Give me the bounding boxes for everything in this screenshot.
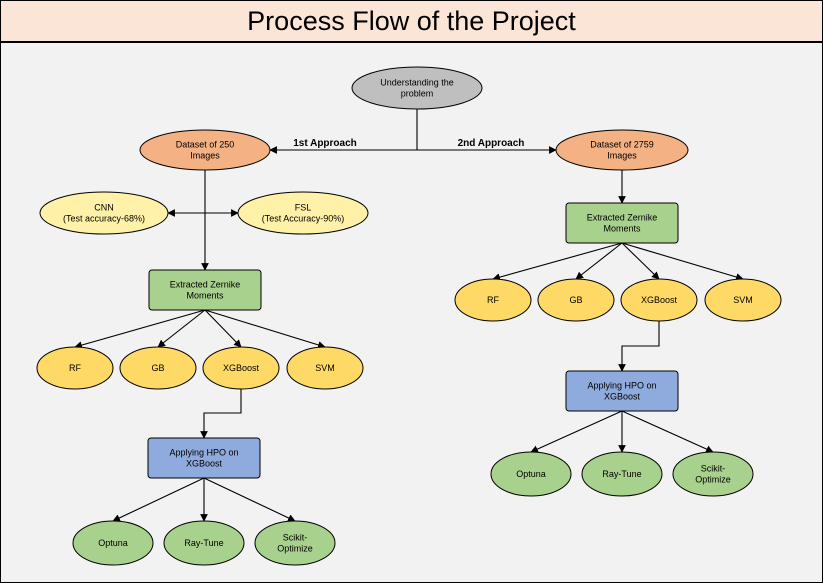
node-svm2: SVM (704, 278, 782, 322)
node-xgb2-shape (620, 278, 698, 322)
node-ray2: Ray-Tune (581, 451, 663, 497)
node-hpo2-label: XGBoost (604, 392, 641, 402)
node-gb1-label: GB (151, 363, 164, 373)
node-opt2: Optuna (490, 451, 572, 497)
node-gb1-shape (119, 346, 197, 390)
node-zern2-label: Extracted Zernike (587, 213, 658, 223)
node-hpo2-label: Applying HPO on (587, 381, 656, 391)
node-gb2-label: GB (569, 295, 582, 305)
node-rf1-label: RF (69, 363, 81, 373)
node-hpo1-shape (147, 437, 261, 479)
node-d250-label: Images (190, 151, 220, 161)
node-rf2-label: RF (487, 295, 499, 305)
node-sko1-shape (254, 520, 336, 566)
node-cnn-label: (Test accuracy-68%) (63, 214, 145, 224)
edge-zern1-gb1 (157, 309, 206, 348)
node-hpo1-label: Applying HPO on (169, 448, 238, 458)
node-fsl-label: (Test Accuracy-90%) (262, 214, 345, 224)
edge-zern2-gb2 (575, 242, 623, 280)
title-bar: Process Flow of the Project (1, 1, 822, 43)
node-hpo1-label: XGBoost (186, 459, 223, 469)
node-ray1-shape (163, 520, 245, 566)
edge-hpo1-sko1 (203, 477, 296, 522)
node-zern1-label: Moments (186, 291, 224, 301)
edge-zern1-rf1 (74, 309, 206, 349)
edge-hpo2-opt2 (530, 410, 623, 453)
approach1-label: 1st Approach (293, 138, 357, 149)
node-rf2-shape (454, 278, 532, 322)
node-ray2-label: Ray-Tune (602, 469, 641, 479)
node-fsl: FSL(Test Accuracy-90%) (237, 191, 369, 235)
edge-zern1-svm1 (204, 309, 326, 349)
node-zern2-label: Moments (603, 224, 641, 234)
node-sko1-label: Optimize (277, 544, 313, 554)
node-sko1-label: Scikit- (283, 533, 308, 543)
node-hpo2-shape (565, 370, 679, 412)
node-sko2: Scikit-Optimize (672, 451, 754, 497)
node-gb2-shape (537, 278, 615, 322)
node-xgb1-shape (202, 346, 280, 390)
node-ray1-label: Ray-Tune (184, 538, 223, 548)
edge-zern2-xgb2 (621, 242, 660, 280)
node-svm1-label: SVM (315, 363, 335, 373)
node-opt2-label: Optuna (516, 469, 546, 479)
node-xgb2: XGBoost (620, 278, 698, 322)
node-fsl-label: FSL (295, 203, 312, 213)
node-sko1: Scikit-Optimize (254, 520, 336, 566)
node-xgb1-label: XGBoost (223, 363, 260, 373)
node-d250-shape (139, 129, 271, 171)
node-root-shape (351, 66, 483, 110)
node-opt2-shape (490, 451, 572, 497)
node-svm1: SVM (286, 346, 364, 390)
page-title: Process Flow of the Project (247, 5, 576, 36)
node-zern1-label: Extracted Zernike (170, 280, 241, 290)
node-cnn: CNN(Test accuracy-68%) (39, 191, 169, 235)
edge-xgb2-hpo2 (618, 321, 660, 372)
node-cnn-shape (39, 191, 169, 235)
node-sko2-shape (672, 451, 754, 497)
edge-zern1-xgb1 (204, 309, 242, 348)
node-opt1: Optuna (72, 520, 154, 566)
node-svm2-shape (704, 278, 782, 322)
edge-hpo1-opt1 (112, 477, 205, 522)
node-d250-label: Dataset of 250 (176, 140, 235, 150)
node-rf1: RF (36, 346, 114, 390)
node-svm2-label: SVM (733, 295, 753, 305)
edge-xgb1-hpo1 (200, 389, 242, 439)
node-zern1-shape (148, 269, 262, 311)
node-sko2-label: Scikit- (701, 464, 726, 474)
node-xgb1: XGBoost (202, 346, 280, 390)
node-zern2-shape (565, 202, 679, 244)
node-rf2: RF (454, 278, 532, 322)
node-d2759-label: Dataset of 2759 (590, 140, 654, 150)
node-ray2-shape (581, 451, 663, 497)
edge-zern2-rf2 (492, 242, 623, 281)
node-opt1-shape (72, 520, 154, 566)
node-d2759-shape (555, 129, 689, 171)
edge-hpo2-sko2 (621, 410, 714, 453)
node-d2759-label: Images (607, 151, 637, 161)
approach2-label: 2nd Approach (458, 138, 525, 149)
node-xgb2-label: XGBoost (641, 295, 678, 305)
node-cnn-label: CNN (94, 203, 114, 213)
node-gb1: GB (119, 346, 197, 390)
node-rf1-shape (36, 346, 114, 390)
node-ray1: Ray-Tune (163, 520, 245, 566)
edge-zern2-svm2 (621, 242, 744, 281)
node-svm1-shape (286, 346, 364, 390)
node-sko2-label: Optimize (695, 475, 731, 485)
node-opt1-label: Optuna (98, 538, 128, 548)
node-gb2: GB (537, 278, 615, 322)
node-fsl-shape (237, 191, 369, 235)
node-root-label: Understanding the (380, 78, 454, 88)
node-root-label: problem (401, 89, 434, 99)
